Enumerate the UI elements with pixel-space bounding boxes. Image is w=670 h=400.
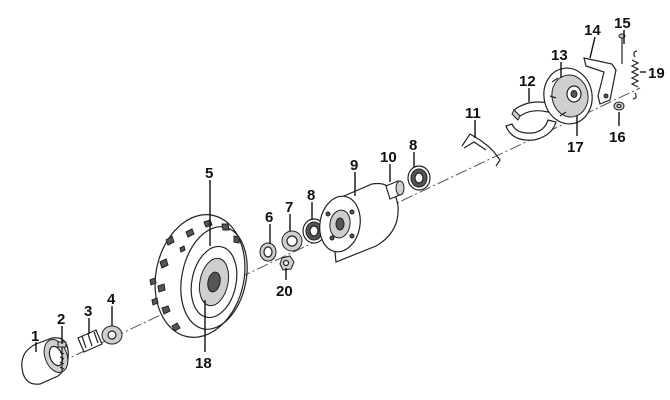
lock-plate (77, 329, 103, 353)
bolt (57, 341, 67, 372)
label-part-19: 19 (648, 65, 665, 82)
leader-lines (35, 30, 646, 352)
label-part-17: 17 (567, 139, 584, 156)
oil-seal (281, 230, 303, 252)
label-part-11: 11 (465, 105, 481, 122)
label-part-8-outer: 8 (409, 137, 417, 154)
label-part-4: 4 (107, 291, 116, 308)
label-part-3: 3 (84, 303, 92, 320)
label-part-9: 9 (350, 157, 358, 174)
label-part-1: 1 (31, 328, 39, 345)
label-part-7: 7 (285, 199, 293, 216)
label-part-13: 13 (551, 47, 568, 64)
label-part-6: 6 (265, 209, 273, 226)
label-part-18: 18 (195, 355, 212, 372)
part-labels: 1 2 3 4 5 6 7 8 8 9 10 11 12 13 14 15 16… (31, 15, 665, 372)
brake-drum-hub (319, 182, 399, 263)
label-part-20: 20 (276, 283, 293, 300)
brake-panel (543, 67, 593, 125)
label-part-8-inner: 8 (307, 187, 315, 204)
return-spring (461, 133, 501, 167)
brake-arm (583, 57, 617, 105)
label-part-5: 5 (205, 165, 213, 182)
small-nut (279, 255, 295, 271)
bearing-outer (407, 165, 431, 191)
axle-nut (101, 325, 123, 345)
spacer-sleeve (385, 180, 405, 200)
brake-arm-nut (613, 101, 625, 111)
label-part-15: 15 (614, 15, 631, 32)
label-part-12: 12 (519, 73, 536, 90)
tension-spring (630, 50, 640, 100)
wheel-rim (190, 245, 238, 319)
label-part-2: 2 (57, 311, 65, 328)
label-part-10: 10 (380, 149, 397, 166)
label-part-14: 14 (584, 22, 601, 39)
brake-shoes (505, 101, 557, 141)
spacer-ring (259, 242, 277, 262)
label-part-16: 16 (609, 129, 626, 146)
